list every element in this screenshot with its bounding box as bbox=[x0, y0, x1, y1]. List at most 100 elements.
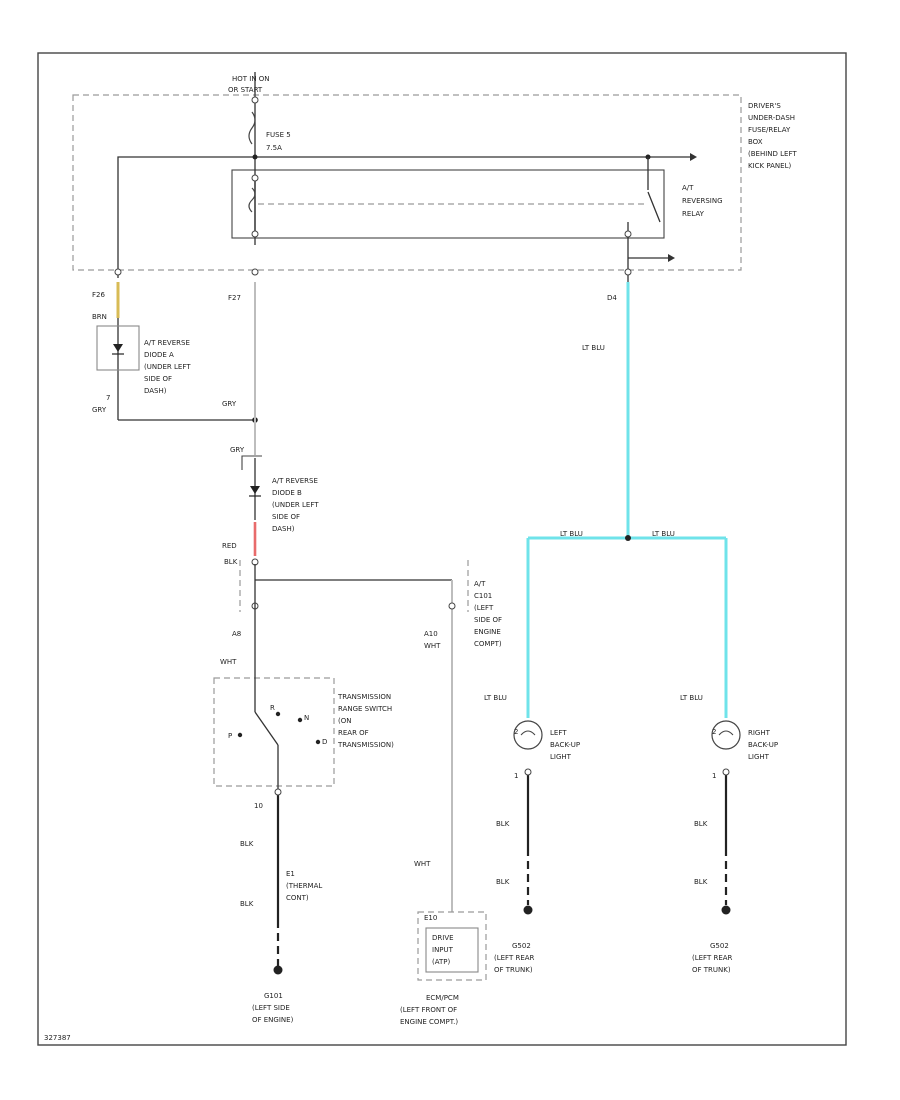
label-dash-box-2: UNDER-DASH bbox=[748, 114, 795, 122]
diode-a-box bbox=[96, 325, 140, 371]
label-ecm-box-3: (ATP) bbox=[432, 958, 450, 966]
label-trs-d: D bbox=[322, 738, 327, 746]
label-wire-blk-4: BLK bbox=[496, 878, 510, 886]
diode-b-symbol bbox=[250, 486, 260, 494]
trs-n-point bbox=[297, 717, 303, 723]
label-conn-1: A/T bbox=[474, 580, 486, 588]
pin-relay-right bbox=[624, 230, 632, 238]
label-diode-a-2: DIODE A bbox=[144, 351, 174, 359]
label-fuse: FUSE 5 bbox=[266, 131, 291, 139]
label-dash-box-1: DRIVER'S bbox=[748, 102, 781, 110]
label-relay-2: REVERSING bbox=[682, 197, 723, 205]
label-ecm-3: ENGINE COMPT.) bbox=[400, 1018, 458, 1026]
label-fuse-amp: 7.5A bbox=[266, 144, 282, 152]
ecm-input-box bbox=[425, 927, 479, 973]
pin-relay-left-bot bbox=[251, 230, 259, 238]
pin-f27 bbox=[251, 268, 259, 276]
label-wire-gry-1: GRY bbox=[92, 406, 107, 414]
right-backup-light-bulb bbox=[711, 720, 741, 750]
label-pin-r2: 2 bbox=[712, 728, 716, 736]
label-trs-2: RANGE SWITCH bbox=[338, 705, 392, 713]
label-lbl-3: LIGHT bbox=[550, 753, 572, 761]
label-lbl-1: LEFT bbox=[550, 729, 567, 737]
relay-box-outline bbox=[231, 169, 665, 239]
trs-r-contact bbox=[254, 711, 279, 746]
fuse-relay-box-outline bbox=[72, 94, 742, 271]
bus-arrow bbox=[690, 153, 697, 161]
label-conn-4: SIDE OF bbox=[474, 616, 502, 624]
label-g101-1: G101 bbox=[264, 992, 283, 1000]
label-conn-2: C101 bbox=[474, 592, 492, 600]
right-backup-light-filament bbox=[718, 730, 734, 736]
label-wire-gry-3: GRY bbox=[230, 446, 245, 454]
label-diode-b-4: SIDE OF bbox=[272, 513, 300, 521]
left-backup-light-bulb bbox=[513, 720, 543, 750]
label-g502-l-2: (LEFT REAR bbox=[494, 954, 535, 962]
relay-coil-symbol bbox=[248, 187, 256, 213]
relay-output-arrow bbox=[668, 254, 675, 262]
label-ecm-box-2: INPUT bbox=[432, 946, 454, 954]
label-diode-b-2: DIODE B bbox=[272, 489, 302, 497]
label-pin-d4: D4 bbox=[607, 294, 617, 302]
label-trs-n: N bbox=[304, 714, 309, 722]
label-wire-blk-3: BLK bbox=[496, 820, 510, 828]
label-ecm-box-1: DRIVE bbox=[432, 934, 454, 942]
label-rbl-1: RIGHT bbox=[748, 729, 771, 737]
label-wire-blk-2: BLK bbox=[240, 900, 254, 908]
label-pin-l2: 2 bbox=[514, 728, 518, 736]
trs-box bbox=[213, 677, 335, 787]
label-wire-red: RED bbox=[222, 542, 237, 550]
label-dash-box-6: KICK PANEL) bbox=[748, 162, 791, 170]
lt-blu-splice bbox=[625, 535, 631, 541]
diagram-frame bbox=[37, 52, 847, 1046]
label-relay-1: A/T bbox=[682, 184, 694, 192]
pin-d4 bbox=[624, 268, 632, 276]
label-pin-f27: F27 bbox=[228, 294, 241, 302]
label-wire-blu-red: BLK bbox=[224, 558, 238, 566]
left-backup-light-filament bbox=[520, 730, 536, 736]
label-trs-3: (ON bbox=[338, 717, 351, 725]
label-wire-wht-1: WHT bbox=[424, 642, 441, 650]
label-g502-l-1: G502 bbox=[512, 942, 531, 950]
pin-relay-left bbox=[251, 174, 259, 182]
label-wire-wht-2: WHT bbox=[220, 658, 237, 666]
label-thermal-2: (THERMAL bbox=[286, 882, 322, 890]
pin-10 bbox=[274, 788, 282, 796]
label-pin-7: 7 bbox=[106, 394, 110, 402]
label-diode-a-4: SIDE OF bbox=[144, 375, 172, 383]
label-rbl-2: BACK-UP bbox=[748, 741, 778, 749]
label-or-start: OR START bbox=[228, 86, 263, 94]
label-ecm-1: ECM/PCM bbox=[426, 994, 459, 1002]
label-pin-a8: A8 bbox=[232, 630, 241, 638]
connector-c101-outline bbox=[239, 560, 469, 612]
label-g502-r-1: G502 bbox=[710, 942, 729, 950]
pin-right-1 bbox=[722, 768, 730, 776]
label-ecm-pin: E10 bbox=[424, 914, 437, 922]
label-wire-ltblu-right: LT BLU bbox=[652, 530, 675, 538]
label-g502-r-2: (LEFT REAR bbox=[692, 954, 733, 962]
label-trs-1: TRANSMISSION bbox=[337, 693, 391, 701]
figure-id: 327387 bbox=[44, 1034, 71, 1042]
label-g502-l-3: OF TRUNK) bbox=[494, 966, 533, 974]
label-wire-ltblu-main: LT BLU bbox=[582, 344, 605, 352]
label-trs-4: REAR OF bbox=[338, 729, 369, 737]
label-diode-a-5: DASH) bbox=[144, 387, 167, 395]
ground-g502-right bbox=[721, 905, 731, 915]
pin-left-1 bbox=[524, 768, 532, 776]
label-dash-box-5: (BEHIND LEFT bbox=[748, 150, 797, 158]
label-g502-r-3: OF TRUNK) bbox=[692, 966, 731, 974]
label-conn-3: (LEFT bbox=[474, 604, 494, 612]
relay-switch-contact bbox=[647, 191, 661, 223]
label-relay-3: RELAY bbox=[682, 210, 705, 218]
trs-d-point bbox=[315, 739, 321, 745]
label-ecm-2: (LEFT FRONT OF bbox=[400, 1006, 457, 1014]
pin-f26 bbox=[114, 268, 122, 276]
ground-g502-left bbox=[523, 905, 533, 915]
label-thermal-1: E1 bbox=[286, 870, 295, 878]
label-wire-blk-5: BLK bbox=[694, 820, 708, 828]
pin-fuse-top bbox=[251, 96, 259, 104]
label-thermal-3: CONT) bbox=[286, 894, 309, 902]
label-trs-r: R bbox=[270, 704, 275, 712]
ground-g101 bbox=[273, 965, 283, 975]
